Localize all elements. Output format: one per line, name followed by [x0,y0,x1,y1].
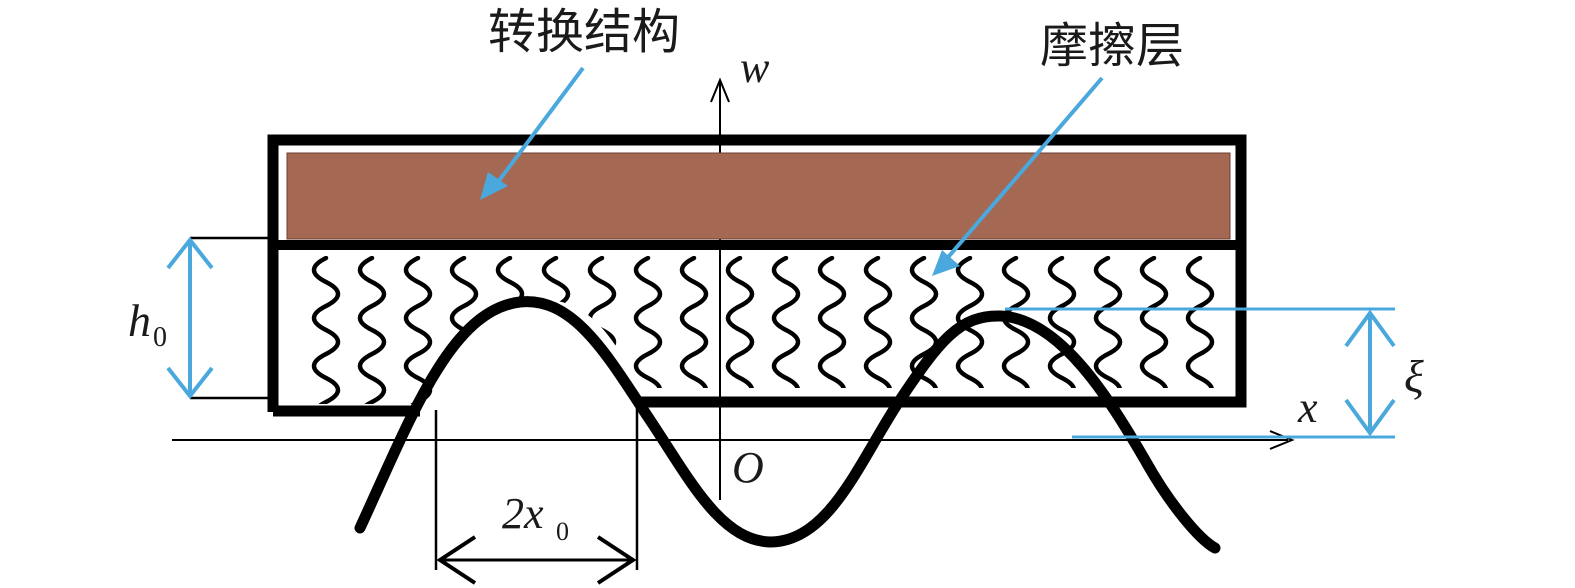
transform-structure-pointer [490,66,585,192]
friction-layer-label: 摩擦层 [1040,18,1184,74]
h0-dimension [166,236,268,400]
block-frame [267,134,1247,412]
xi-label: ξ [1404,351,1424,402]
friction-layer-pointer [942,76,1104,264]
transform-structure-arrowhead [480,172,508,200]
contact-width-base: 2x [502,489,544,538]
contact-width-dimension [434,400,639,585]
fibre-1 [357,256,387,404]
contact-width-subscript: 0 [556,517,569,546]
friction-layer-arrowhead [932,250,960,276]
contact-width-label: 2x 0 [502,489,569,546]
x-axis [172,430,1295,450]
h0-base: h [128,295,151,346]
rough-surface-curve [354,296,1221,554]
fibre-4 [495,256,525,404]
w-axis [710,77,730,500]
fibre-5 [541,256,571,404]
transform-structure-layer [286,152,1231,240]
h0-subscript: 0 [153,322,167,353]
w-axis-label: w [740,43,770,92]
fibre-0 [311,256,341,404]
origin-label: O [732,443,764,492]
x-axis-label: x [1297,383,1318,432]
h0-label: h 0 [128,295,167,353]
transform-structure-label: 转换结构 [488,4,680,60]
xi-dimension [1005,307,1396,439]
